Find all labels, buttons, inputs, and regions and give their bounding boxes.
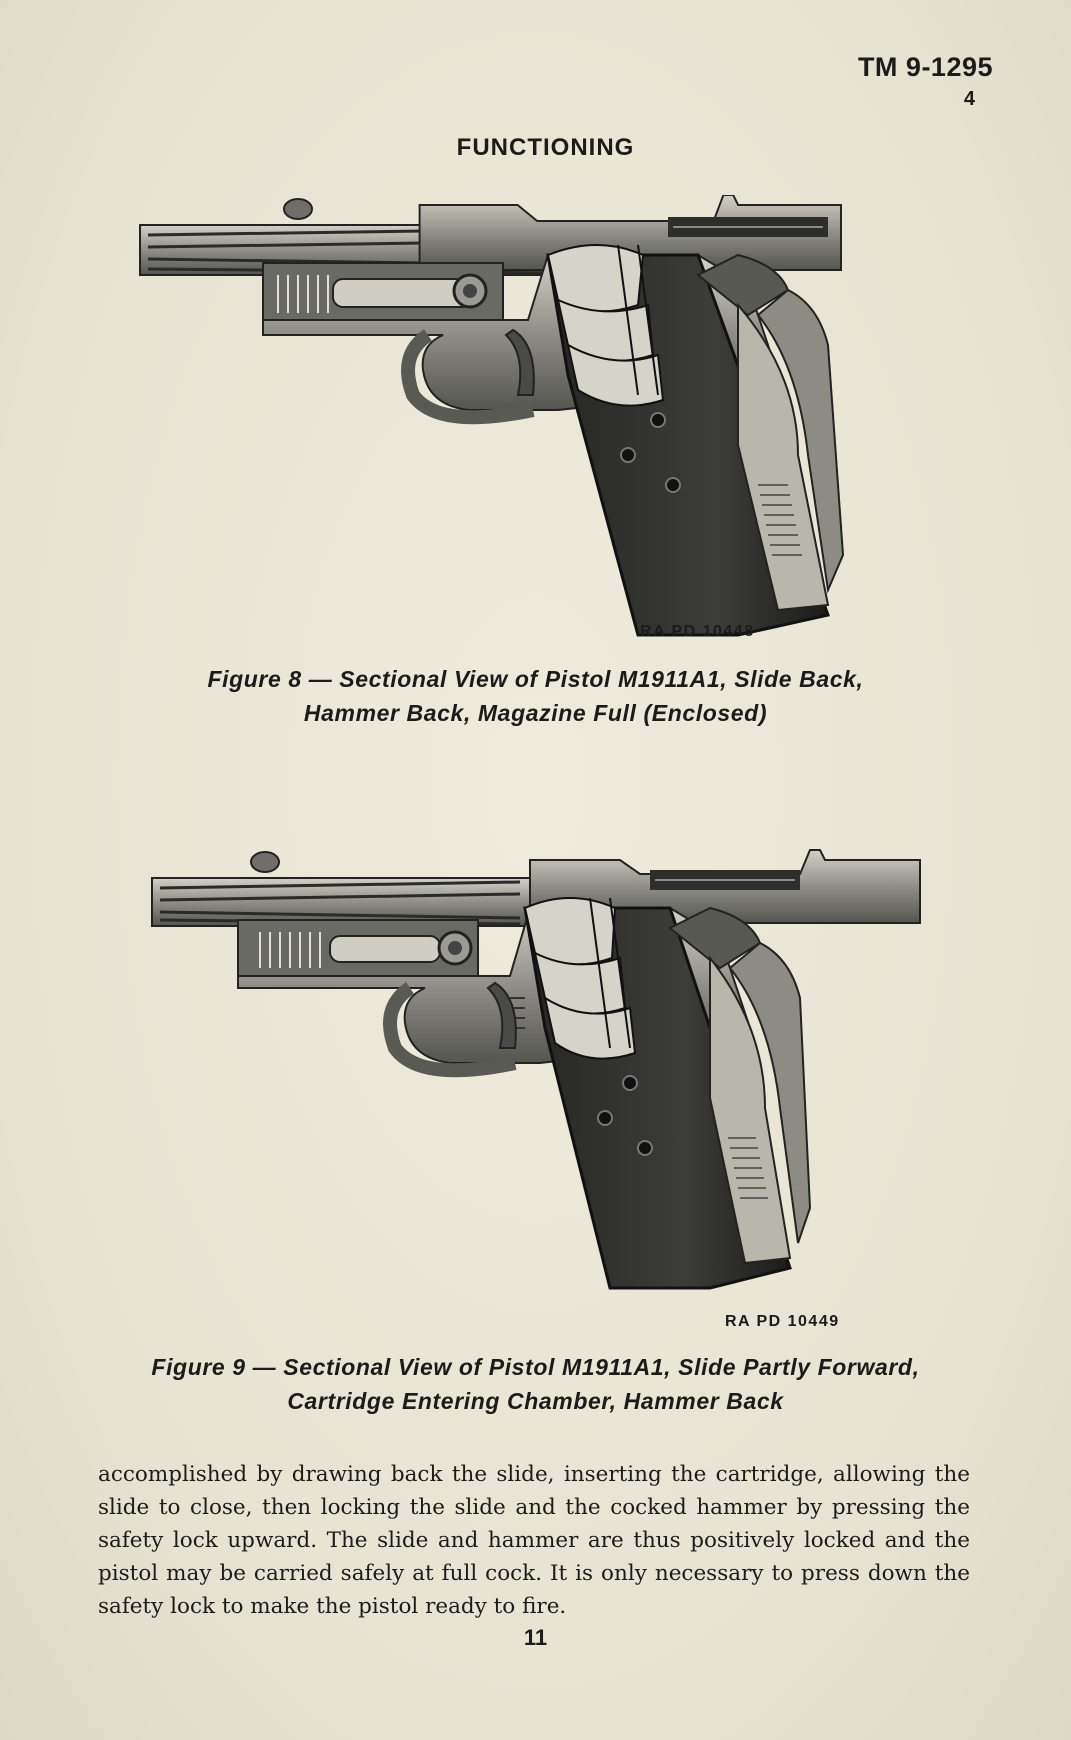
figure-9-caption-line-2: Cartridge Entering Chamber, Hammer Back xyxy=(287,1388,784,1414)
figure-9-pistol-illustration xyxy=(151,849,921,1290)
figure-8-caption-line-1: Figure 8 — Sectional View of Pistol M191… xyxy=(207,666,864,692)
figure-8-pistol-illustration xyxy=(139,195,845,637)
figure-8-caption: Figure 8 — Sectional View of Pistol M191… xyxy=(60,662,1011,730)
mainspring-housing xyxy=(737,302,830,612)
section-number: 4 xyxy=(963,88,975,110)
grip-safety xyxy=(756,288,845,594)
trigger-guard xyxy=(401,329,535,425)
trigger xyxy=(486,981,517,1049)
mainspring-housing xyxy=(709,955,792,1265)
cartridge-stack xyxy=(523,897,637,1060)
body-paragraph: accomplished by drawing back the slide, … xyxy=(98,1462,970,1619)
manual-code: TM 9-1295 xyxy=(857,52,993,82)
trigger-guard xyxy=(383,982,517,1078)
figure-9-caption-line-1: Figure 9 — Sectional View of Pistol M191… xyxy=(151,1354,920,1380)
grip-safety xyxy=(728,941,812,1244)
section-title: FUNCTIONING xyxy=(456,134,635,161)
figure-9-caption: Figure 9 — Sectional View of Pistol M191… xyxy=(60,1350,1011,1418)
trigger xyxy=(504,328,535,396)
figure-9-ref-code: RA PD 10449 xyxy=(725,1313,840,1330)
figure-8-ref-code: RA PD 10448 xyxy=(640,623,755,640)
figure-8-caption-line-2: Hammer Back, Magazine Full (Enclosed) xyxy=(303,700,768,726)
page-number: 11 xyxy=(523,1625,548,1650)
